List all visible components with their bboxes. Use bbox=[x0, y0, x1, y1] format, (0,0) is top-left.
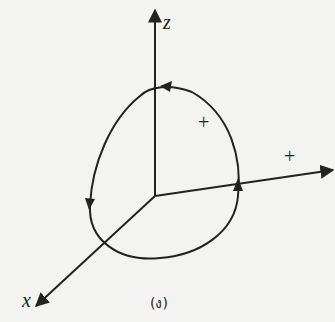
curve-arrow bbox=[160, 81, 172, 92]
axis-label: x bbox=[22, 290, 31, 310]
figure-caption: (ง) bbox=[150, 296, 168, 310]
axis-label: z bbox=[163, 12, 171, 32]
sign-mark: + bbox=[284, 146, 295, 166]
curve-arrow bbox=[85, 198, 95, 210]
sign-mark: + bbox=[198, 112, 209, 132]
z-axis bbox=[154, 10, 156, 196]
closed-curve bbox=[90, 87, 239, 258]
curve-arrow bbox=[233, 178, 243, 191]
x-axis bbox=[36, 196, 155, 306]
y-axis bbox=[155, 170, 333, 196]
